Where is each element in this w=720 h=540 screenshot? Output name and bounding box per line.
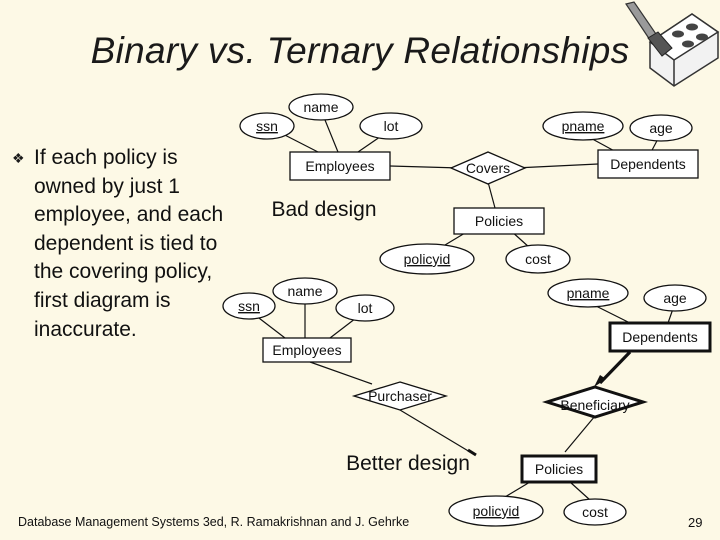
diamond-bullet-icon: ❖	[12, 150, 25, 166]
bad-attr-pname: pname	[562, 118, 605, 134]
bad-attr-name: name	[303, 99, 338, 115]
bad-attr-age: age	[649, 120, 673, 136]
bad-design-diagram: ssn name lot Employees Covers pname age …	[239, 93, 699, 275]
better-attr-policyid: policyid	[473, 503, 520, 519]
better-attr-lot: lot	[358, 300, 373, 316]
better-relationship-purchaser: Purchaser	[368, 388, 432, 404]
footer-citation: Database Management Systems 3ed, R. Rama…	[18, 515, 410, 529]
better-attr-pname: pname	[567, 285, 610, 301]
better-entity-employees: Employees	[272, 342, 341, 358]
bad-attr-lot: lot	[384, 118, 399, 134]
better-relationship-beneficiary: Beneficiary	[560, 397, 629, 413]
bad-entity-employees: Employees	[305, 158, 374, 174]
bad-relationship-covers: Covers	[466, 160, 510, 176]
bad-attr-cost: cost	[525, 251, 551, 267]
bullet-text: If each policy is owned by just 1 employ…	[34, 146, 224, 341]
bad-attr-ssn: ssn	[256, 118, 278, 134]
better-attr-name: name	[287, 283, 322, 299]
better-entity-dependents: Dependents	[622, 329, 698, 345]
better-attr-cost: cost	[582, 504, 608, 520]
trowel-and-brick-icon	[625, 1, 720, 87]
better-design-diagram: ssn name lot Employees Purchaser Benefic…	[222, 277, 712, 527]
bad-design-caption: Bad design	[271, 198, 376, 221]
page-number: 29	[688, 515, 703, 530]
bad-entity-policies: Policies	[475, 213, 523, 229]
better-attr-age: age	[663, 290, 687, 306]
slide-title: Binary vs. Ternary Relationships	[90, 30, 630, 71]
bad-attr-policyid: policyid	[404, 251, 451, 267]
better-entity-policies: Policies	[535, 461, 583, 477]
better-attr-ssn: ssn	[238, 298, 260, 314]
better-design-caption: Better design	[346, 452, 470, 475]
bad-entity-dependents: Dependents	[610, 156, 686, 172]
